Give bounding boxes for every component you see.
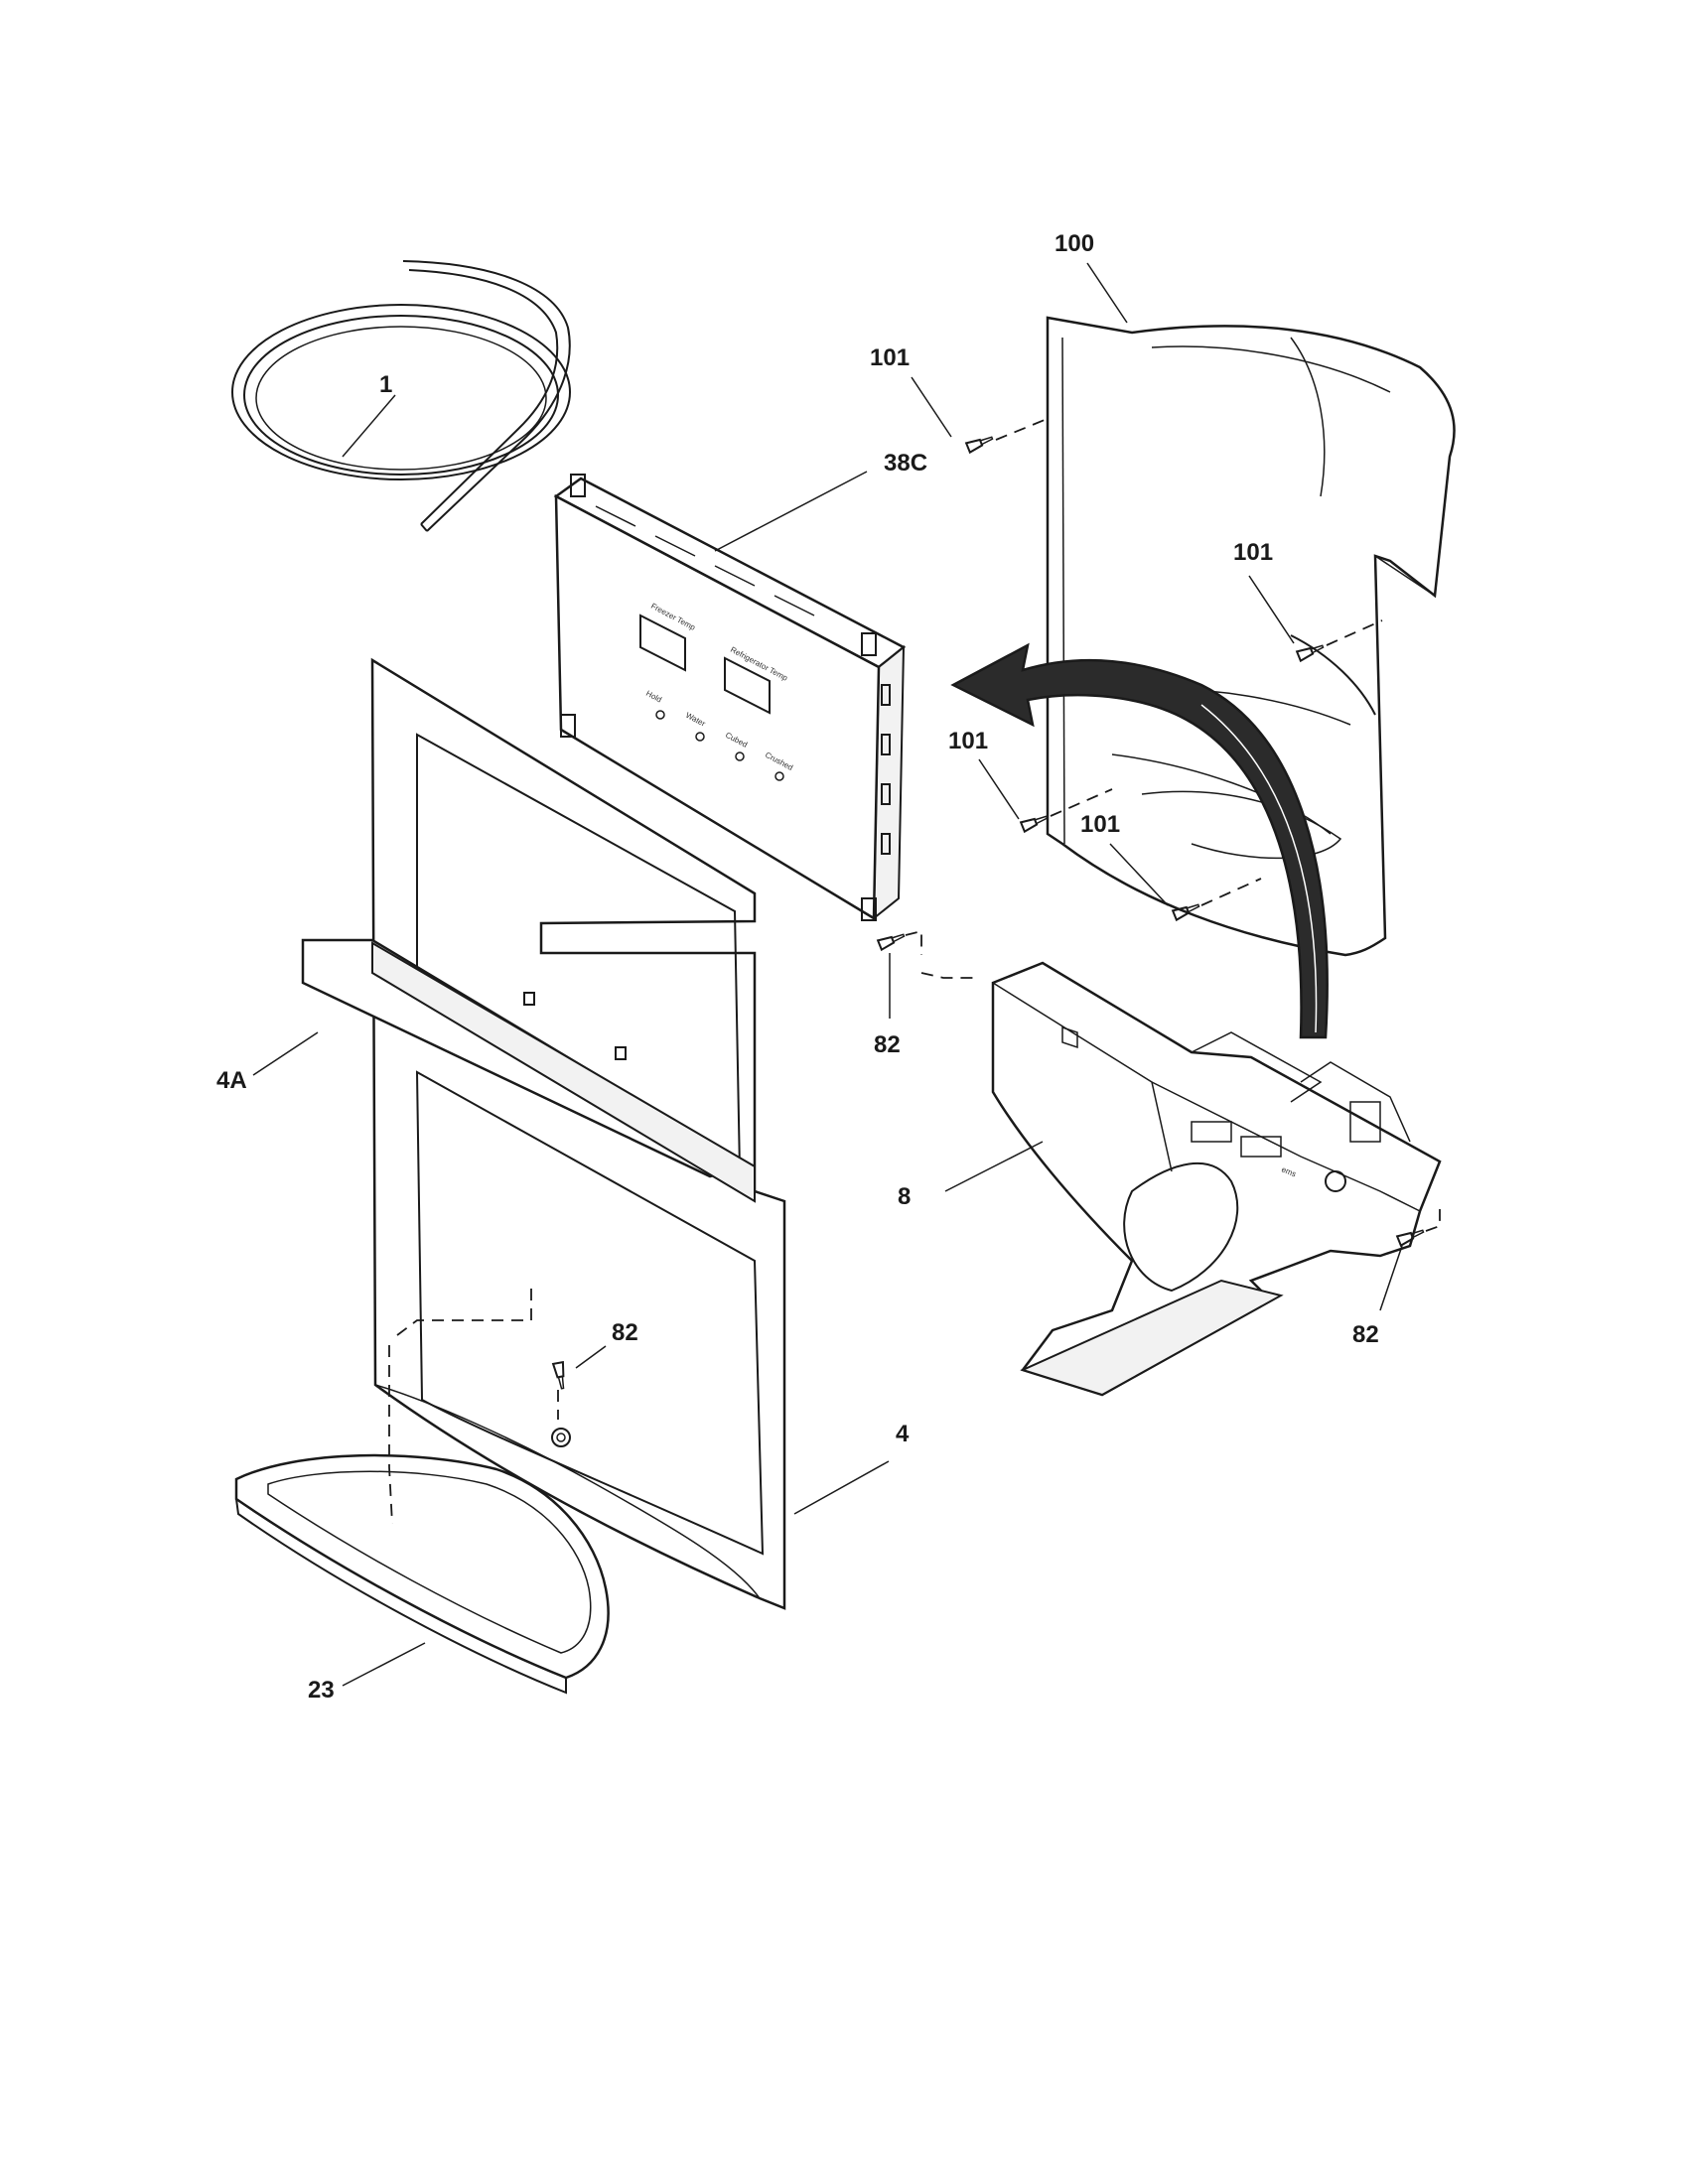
- ice-chute-assembly-part: ems: [991, 961, 1442, 1397]
- label-part-38c: 38C: [884, 450, 927, 477]
- screw-82-chute: [876, 933, 906, 952]
- screw-101-right: [1295, 644, 1325, 663]
- label-part-82-frame: 82: [612, 1319, 638, 1346]
- screw-101-lower-left: [1019, 815, 1049, 834]
- label-part-4: 4: [896, 1421, 910, 1447]
- trim-strip-part: [301, 938, 756, 1203]
- dispenser-housing-part: [1046, 316, 1456, 957]
- part-labels: 100 101 101 101 101 1 38C 4A 82 8 82 82 …: [216, 230, 1379, 1704]
- label-part-4a: 4A: [216, 1067, 247, 1094]
- control-board-part: Freezer Temp Refrigerator Temp Hold Wate…: [553, 474, 907, 921]
- screw-101-lower-right: [1171, 903, 1200, 922]
- label-part-82-chute: 82: [874, 1031, 901, 1058]
- tubing-coil-part: [231, 260, 571, 532]
- label-part-8: 8: [898, 1183, 911, 1210]
- label-part-101-lower-right: 101: [1080, 811, 1120, 838]
- label-part-101-lower-left: 101: [948, 728, 988, 754]
- front-trim-frame-part: [370, 657, 786, 1610]
- label-part-23: 23: [308, 1677, 335, 1704]
- alignment-lines: [388, 419, 1441, 1525]
- screw-101-top: [964, 436, 994, 455]
- label-part-100: 100: [1055, 230, 1094, 257]
- label-part-82-chute-right: 82: [1352, 1321, 1379, 1348]
- label-part-101-right: 101: [1233, 539, 1273, 566]
- installation-arrow: [950, 642, 1329, 1039]
- screws: [551, 436, 1425, 1390]
- screw-82-chute-right: [1395, 1229, 1425, 1248]
- screw-82-frame: [551, 1360, 565, 1390]
- drip-tray-part: [234, 1453, 610, 1695]
- leader-lines: [252, 262, 1403, 1687]
- label-part-101-top: 101: [870, 344, 910, 371]
- label-part-1: 1: [379, 371, 392, 398]
